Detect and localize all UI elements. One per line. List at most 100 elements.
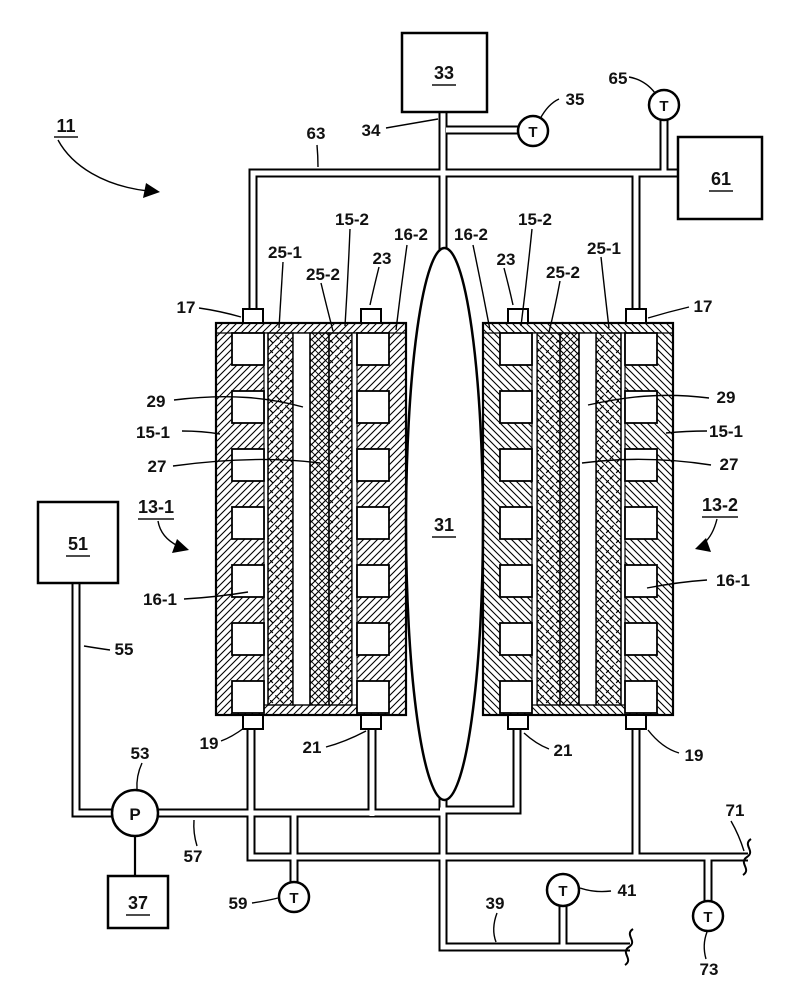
reactor-block-13-2: [483, 309, 673, 729]
label-16-1-left: 16-1: [143, 590, 177, 609]
leader-21-left: [325, 730, 367, 748]
label-17-left: 17: [177, 298, 196, 317]
leader-15-2-left: [344, 228, 351, 327]
label-15-1-left: 15-1: [136, 423, 170, 442]
leader-34: [385, 118, 439, 129]
leader-19-left: [220, 727, 245, 742]
box-51: [36, 500, 120, 585]
instrument-letters: T T T T T P: [129, 98, 712, 926]
leader-25-2-right: [548, 280, 561, 333]
label-31: 31: [434, 515, 454, 535]
leader-73: [703, 931, 708, 960]
leader-23-right: [503, 267, 514, 306]
label-63: 63: [307, 124, 326, 143]
leader-27-right: [581, 458, 712, 466]
leader-55: [83, 645, 111, 651]
label-21-left: 21: [303, 738, 322, 757]
label-41: 41: [618, 881, 637, 900]
label-73: 73: [700, 960, 719, 979]
piping-white: [73, 104, 748, 950]
label-29-left: 29: [147, 392, 166, 411]
sensor-letter-73: T: [703, 909, 712, 926]
leader-16-1-left: [183, 591, 249, 600]
label-23-left: 23: [373, 249, 392, 268]
label-53: 53: [131, 744, 150, 763]
leader-25-2-left: [320, 282, 334, 332]
label-57: 57: [184, 847, 203, 866]
leader-lines: [57, 76, 745, 960]
leader-35: [539, 98, 560, 120]
sensor-letter-59: T: [289, 890, 298, 907]
temp-sensor-35: [516, 114, 550, 148]
leader-16-2-right: [472, 244, 491, 331]
label-13-2: 13-2: [702, 495, 738, 515]
label-65: 65: [609, 69, 628, 88]
arrowhead-11: [143, 183, 160, 198]
label-27-left: 27: [148, 457, 167, 476]
label-61: 61: [711, 169, 731, 189]
label-59: 59: [229, 894, 248, 913]
leader-57: [193, 819, 198, 847]
leader-39: [493, 912, 498, 943]
pipe-71-header: [246, 726, 748, 862]
leader-15-2-right: [520, 228, 533, 327]
leader-16-2-left: [395, 244, 408, 331]
label-19-left: 19: [200, 734, 219, 753]
leader-59: [251, 897, 279, 904]
temp-sensor-65: [647, 88, 681, 122]
box-61: [676, 135, 764, 221]
label-16-2-right: 16-2: [454, 225, 488, 244]
label-71: 71: [726, 801, 745, 820]
label-23-right: 23: [497, 250, 516, 269]
label-25-1-left: 25-1: [268, 243, 302, 262]
arrowhead-13-2: [695, 538, 711, 552]
pump-letter: P: [129, 805, 140, 824]
label-13-1: 13-1: [138, 497, 174, 517]
label-25-2-left: 25-2: [306, 265, 340, 284]
leader-11: [57, 139, 149, 192]
box-37: [106, 874, 170, 930]
leader-21-right: [523, 732, 550, 750]
leader-25-1-right: [600, 256, 610, 329]
label-37: 37: [128, 893, 148, 913]
label-19-right: 19: [685, 746, 704, 765]
pump-53: [110, 788, 160, 838]
break-symbol-71: [742, 838, 752, 876]
pipe-55: [71, 575, 120, 818]
label-15-2-right: 15-2: [518, 210, 552, 229]
label-15-1-right: 15-1: [709, 422, 743, 441]
leader-29-right: [587, 394, 710, 406]
label-21-right: 21: [554, 741, 573, 760]
leader-17-right: [647, 306, 690, 319]
leader-29-left: [173, 396, 304, 408]
temp-sensor-41: [545, 872, 581, 908]
pipe-39: [438, 792, 630, 952]
label-11: 11: [56, 116, 75, 136]
leader-63: [316, 144, 319, 168]
leader-27-left: [172, 458, 321, 467]
break-symbol-39: [624, 928, 634, 966]
arrowhead-13-1: [172, 539, 189, 553]
label-33: 33: [434, 63, 454, 83]
leader-23-left: [369, 266, 380, 306]
label-27-right: 27: [720, 455, 739, 474]
label-25-1-right: 25-1: [587, 239, 621, 258]
label-35: 35: [566, 90, 585, 109]
label-16-1-right: 16-1: [716, 571, 750, 590]
leader-25-1-left: [278, 261, 284, 329]
label-16-2-left: 16-2: [394, 225, 428, 244]
leader-16-1-right: [646, 579, 708, 589]
leader-41: [579, 887, 612, 893]
sensor-letter-65: T: [659, 98, 668, 115]
leader-15-1-left: [181, 430, 221, 435]
leader-13-1: [157, 520, 179, 547]
leader-19-right: [647, 729, 680, 754]
reactor-block-13-1: [216, 309, 406, 729]
sensor-letter-35: T: [528, 124, 537, 141]
temp-sensor-59: [277, 880, 311, 914]
label-29-right: 29: [717, 388, 736, 407]
label-15-2-left: 15-2: [335, 210, 369, 229]
label-55: 55: [115, 640, 134, 659]
label-34: 34: [362, 121, 381, 140]
